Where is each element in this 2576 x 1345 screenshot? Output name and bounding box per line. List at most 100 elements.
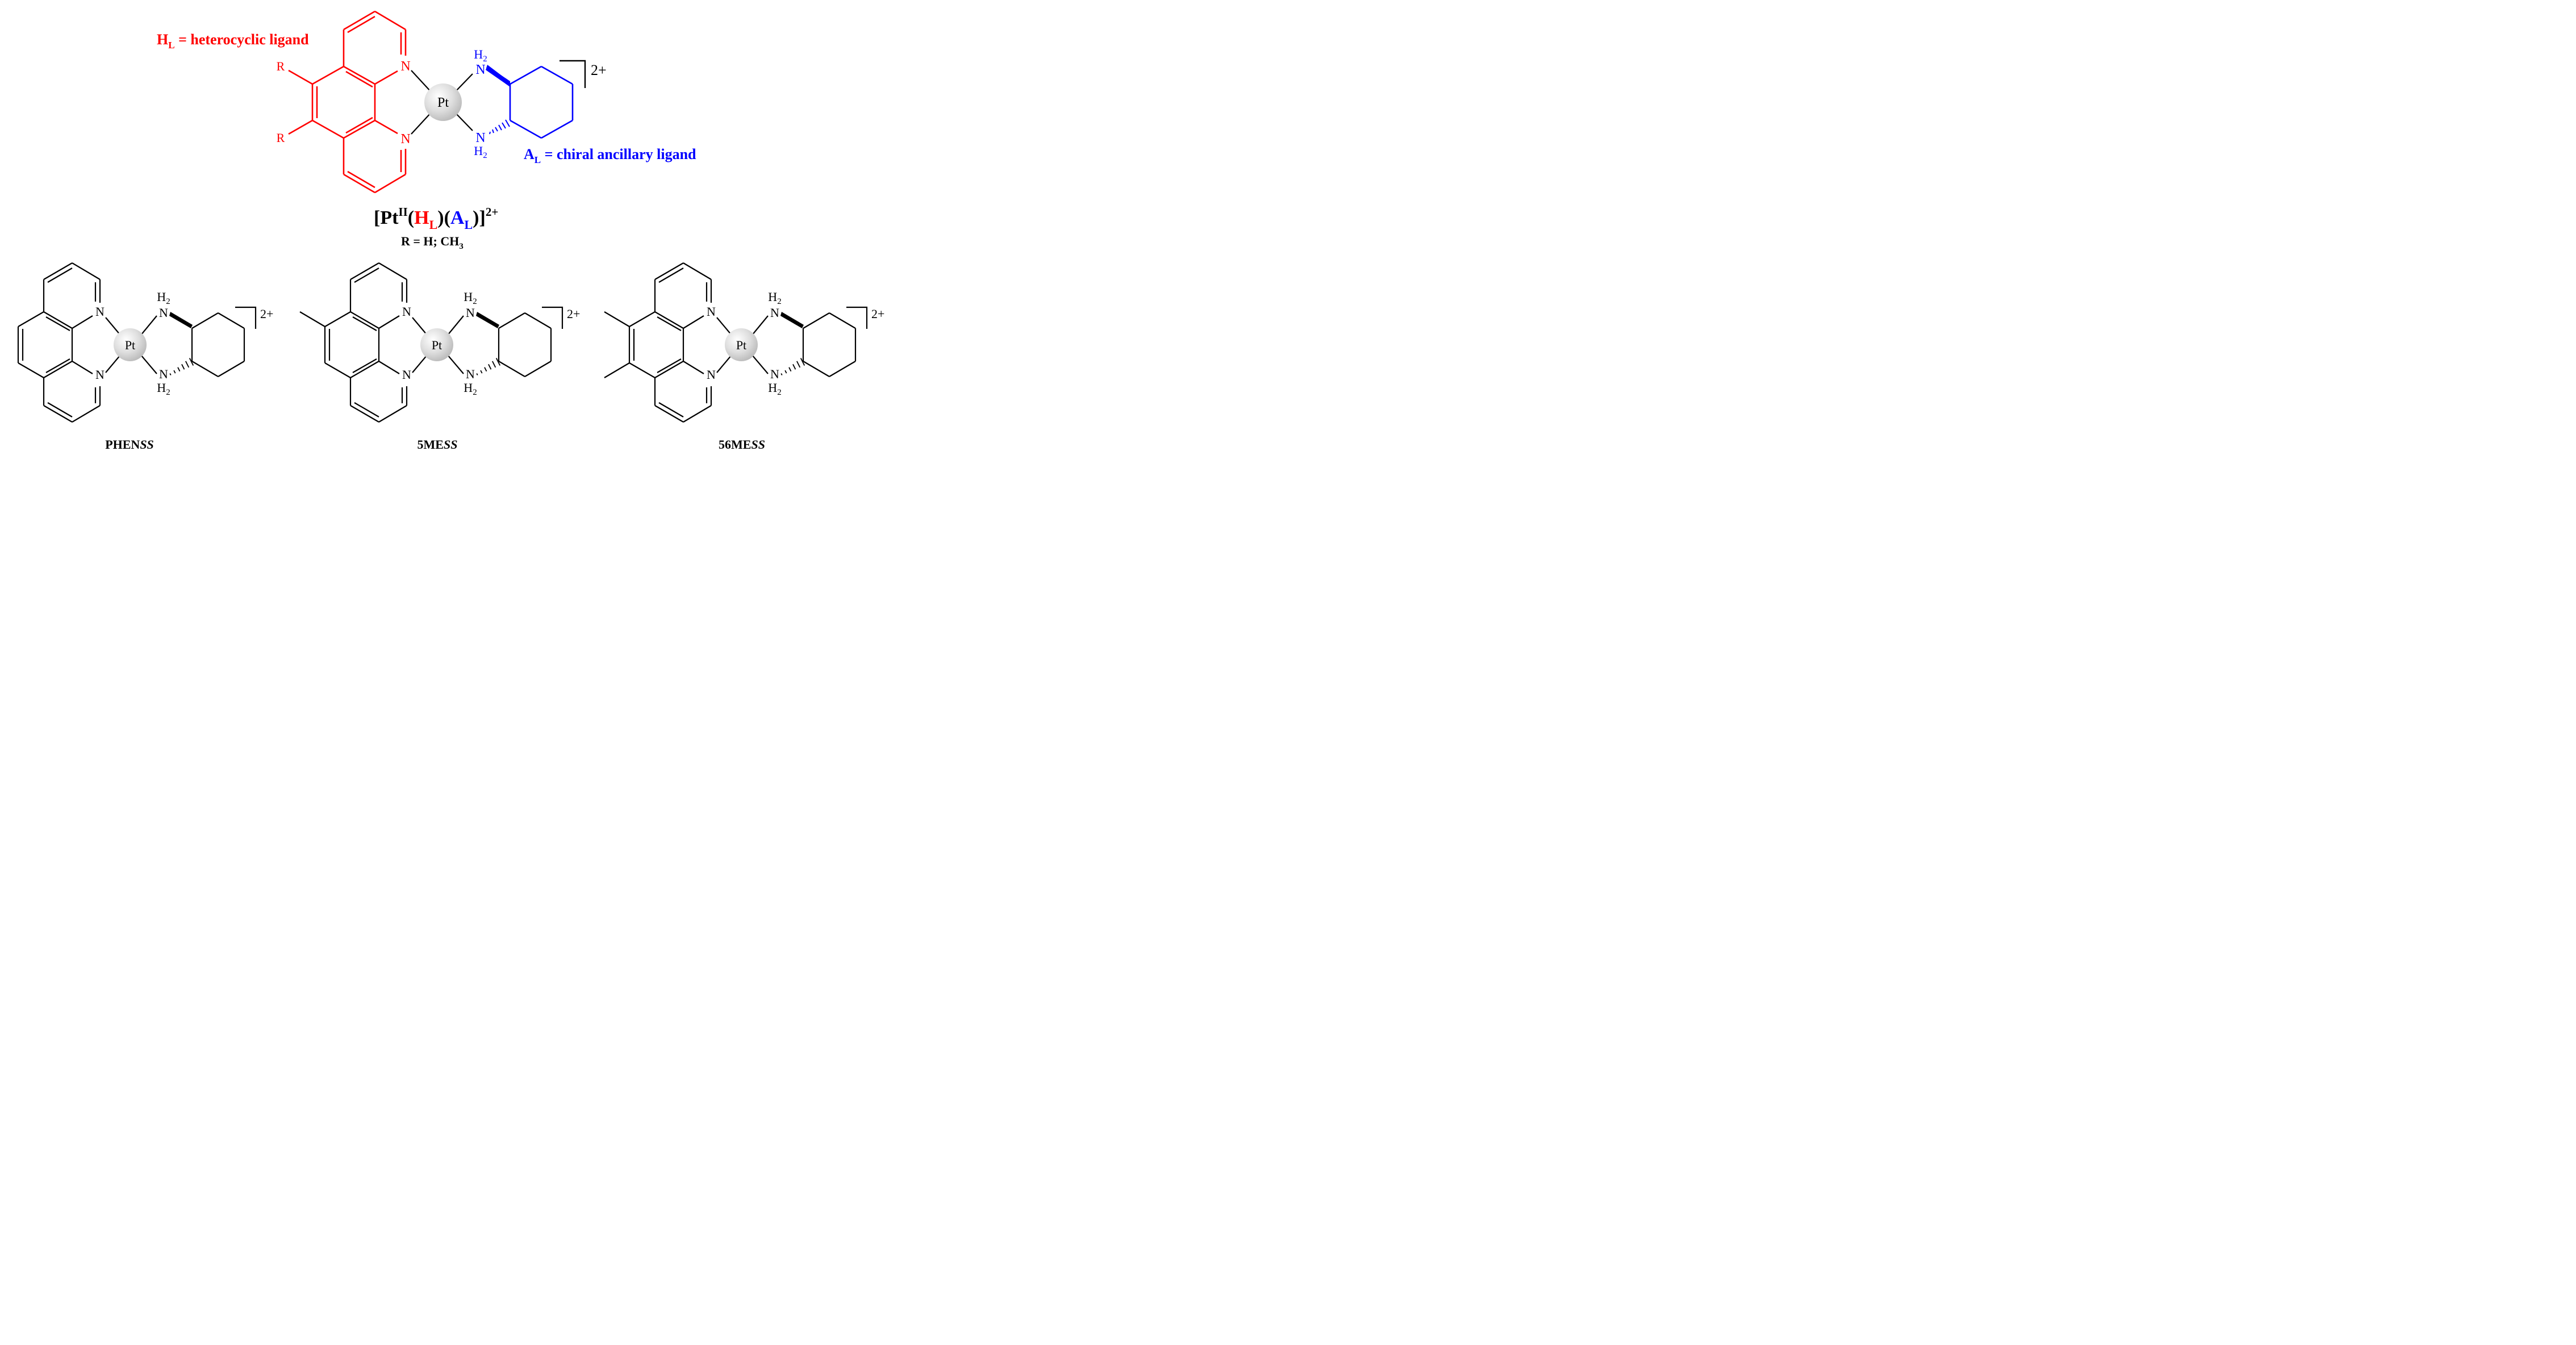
bond: [629, 362, 656, 378]
bond: [803, 312, 830, 329]
heterocyclic-ligand: [288, 10, 407, 194]
general-structure: Pt N N N N H2 H2 R R 2+ HL = heterocycli…: [157, 10, 696, 251]
compound-name: 5MESS: [417, 437, 458, 452]
bond: [191, 361, 219, 377]
hash-bond: [169, 373, 172, 375]
platinum-atom: [420, 328, 453, 361]
bond: [47, 268, 73, 283]
bond: [354, 402, 379, 417]
pt-label: Pt: [125, 338, 135, 352]
charge-bracket: [542, 306, 563, 329]
n-label: N: [402, 304, 411, 319]
charge-label: 2+: [871, 307, 884, 321]
bond: [18, 311, 44, 327]
bond: [350, 311, 379, 329]
bond: [498, 361, 525, 377]
charge-label: 2+: [260, 307, 273, 321]
methyl-bond: [604, 311, 630, 327]
compound-name: PHENSS: [105, 437, 154, 452]
methyl-bond: [604, 362, 630, 378]
bond: [378, 405, 407, 423]
n-label: N: [402, 367, 411, 382]
bond: [447, 315, 464, 336]
n-label: N: [770, 306, 779, 320]
r-substituent-label: R: [277, 131, 285, 145]
hash-bond: [476, 373, 478, 375]
hash-bond: [177, 367, 181, 372]
ancillary-ligand: [509, 65, 574, 139]
platinum-atom: [424, 83, 462, 121]
bond: [378, 361, 400, 374]
bond: [105, 317, 121, 336]
bond: [683, 405, 712, 423]
compound-structures: NNPtNNH2H22+PHENSSNNPtNNH2H22+5MESSNNPtN…: [17, 262, 884, 452]
wedge-bond-fill: [486, 66, 510, 87]
bond: [378, 262, 407, 280]
diagram: Pt N N N N H2 H2 R R 2+ HL = heterocycli…: [0, 0, 890, 465]
bond: [803, 361, 830, 377]
bond: [18, 362, 44, 378]
bond: [45, 316, 70, 331]
bond: [324, 362, 351, 378]
n-label: N: [159, 367, 168, 381]
n-label: N: [707, 304, 716, 319]
bond: [72, 262, 101, 280]
bond: [352, 316, 377, 331]
n-label: N: [400, 132, 410, 147]
hash-bond: [792, 364, 796, 370]
wedge-bond: [476, 312, 499, 328]
bond: [412, 354, 428, 373]
coordination-bonds: [411, 70, 473, 135]
bond: [324, 311, 351, 327]
bond: [657, 316, 682, 331]
h2-label: H2: [157, 381, 170, 397]
bond: [72, 405, 101, 423]
bond: [447, 354, 464, 374]
n-label: N: [400, 59, 410, 74]
ancillary-ligand-legend: AL = chiral ancillary ligand: [524, 146, 696, 165]
hash-bond: [788, 367, 792, 372]
h2-label: H2: [768, 290, 781, 306]
charge-bracket: [560, 60, 586, 88]
bond: [683, 361, 704, 374]
bond: [378, 315, 400, 329]
n-label: N: [95, 367, 105, 382]
bond: [683, 262, 712, 280]
hash-bond: [489, 119, 510, 135]
bond: [412, 317, 428, 336]
hash-bond: [784, 370, 787, 374]
general-formula: [PtII(HL)(AL)]2+: [374, 205, 498, 232]
bond: [524, 361, 552, 377]
bond: [829, 312, 856, 329]
r-definition: R = H; CH3: [401, 234, 464, 251]
bond: [218, 312, 245, 329]
n-label: N: [475, 62, 485, 77]
n-label: N: [159, 306, 168, 320]
bond: [524, 312, 552, 329]
n-label: N: [707, 367, 716, 382]
n-label: N: [466, 367, 475, 381]
h2-label: H2: [464, 290, 477, 306]
bond: [751, 315, 769, 336]
bond: [829, 361, 856, 377]
hash-bond: [488, 364, 492, 370]
platinum-atom: [114, 328, 147, 361]
bond: [191, 312, 219, 329]
bond: [751, 354, 769, 374]
bond: [654, 262, 684, 280]
hash-bond: [185, 361, 190, 368]
charge-bracket: [846, 306, 868, 329]
bond: [352, 358, 377, 373]
bond: [218, 361, 245, 377]
compound-name: 56MESS: [719, 437, 765, 452]
wedge-bond: [169, 312, 193, 328]
bond: [105, 354, 121, 373]
bond: [654, 311, 684, 329]
hash-bond: [492, 361, 496, 368]
methyl-bond: [299, 311, 325, 327]
n-label: N: [475, 131, 485, 145]
bond: [654, 361, 684, 378]
heterocyclic-ligand-legend: HL = heterocyclic ligand: [157, 31, 309, 51]
